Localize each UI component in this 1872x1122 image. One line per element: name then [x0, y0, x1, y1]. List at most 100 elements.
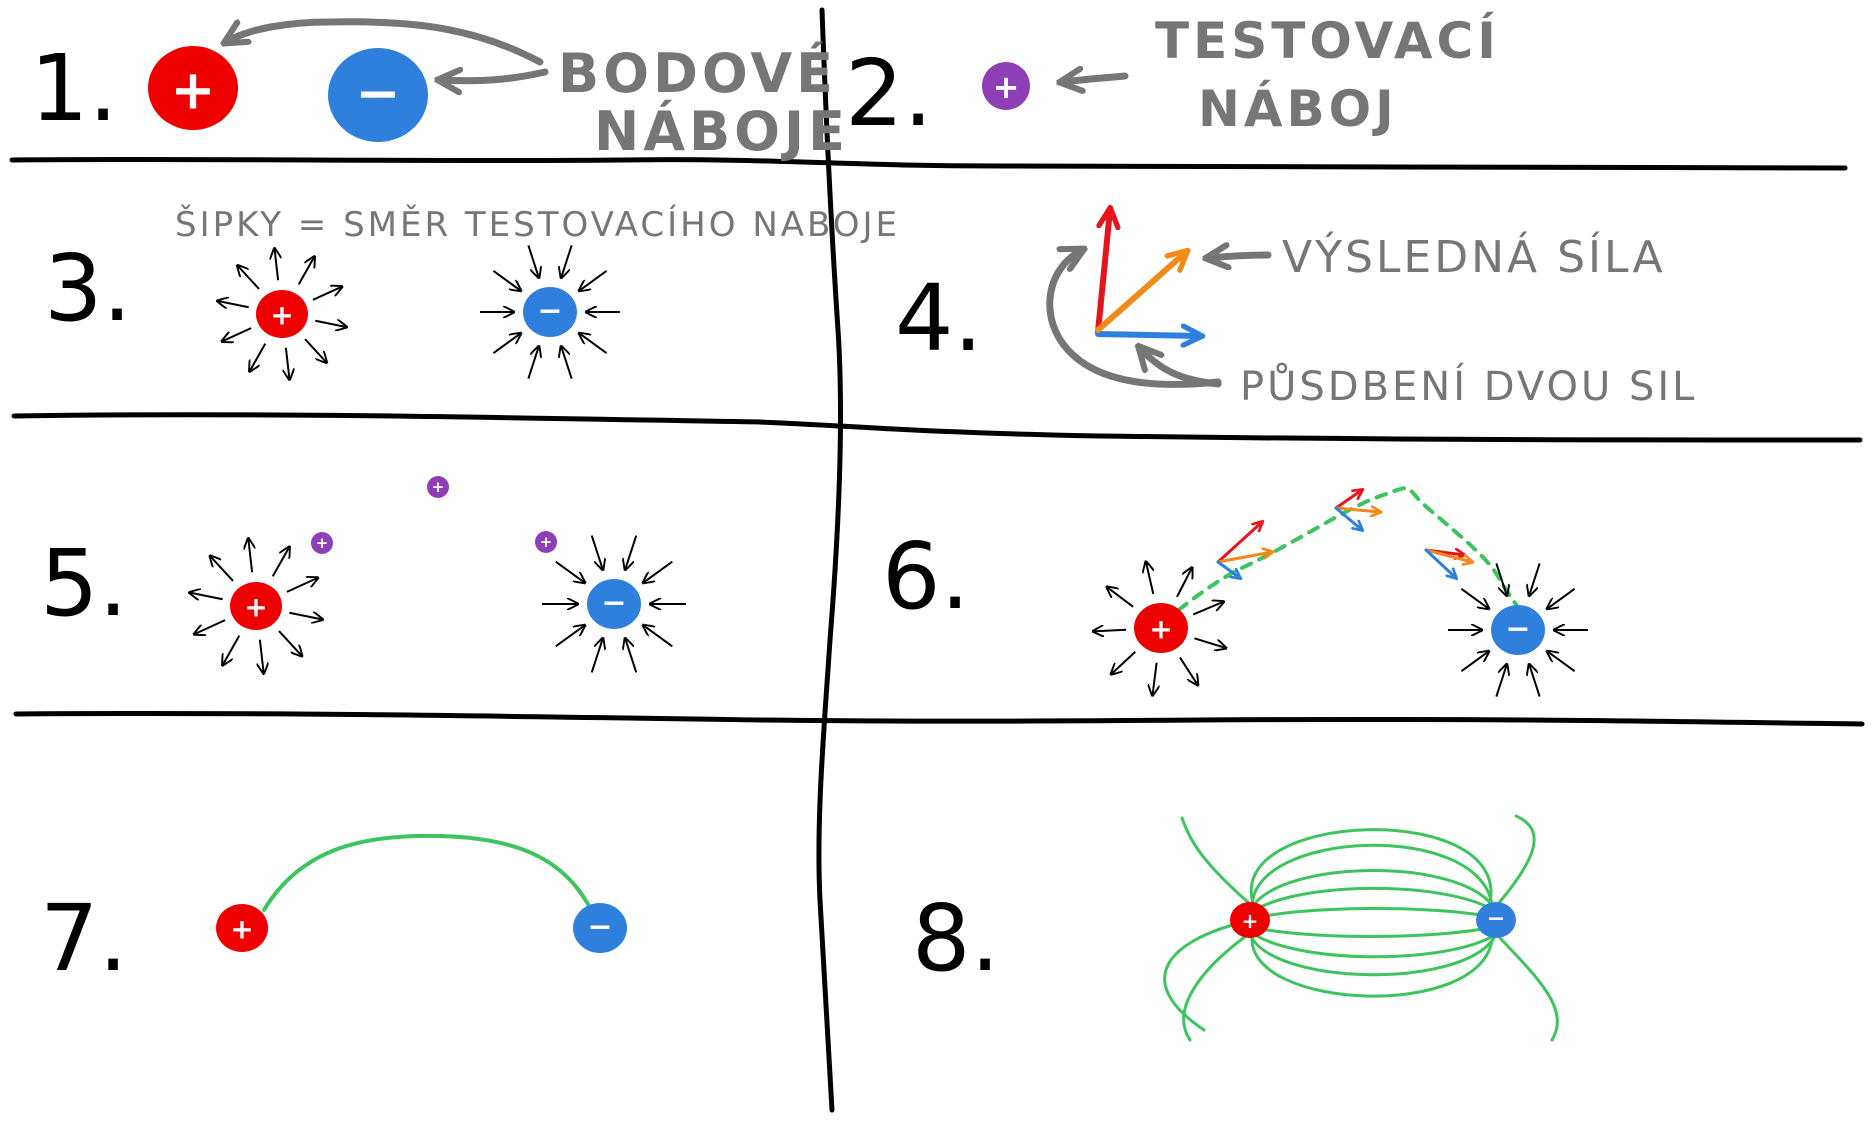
panel-number-2: 2.: [845, 40, 933, 147]
outward-field-arrow: [286, 578, 318, 593]
inward-field-arrow: [527, 245, 539, 277]
plus-sign: +: [993, 68, 1020, 106]
inward-field-arrow: [1460, 651, 1489, 672]
plus-sign: +: [316, 534, 329, 552]
resultant-force-vector: [1216, 552, 1272, 564]
inward-field-arrow: [625, 638, 638, 673]
inward-field-arrow: [1495, 664, 1507, 697]
outward-field-arrow: [189, 592, 223, 599]
outward-field-arrow: [297, 257, 315, 285]
vertical-divider: [816, 7, 843, 1113]
test-charge: +: [982, 62, 1030, 110]
outward-field-arrow: [315, 321, 346, 327]
inward-field-arrow: [492, 333, 521, 354]
arrows-note: ŠIPKY = SMĚR TESTOVACÍHO NABOJE: [175, 204, 900, 245]
outward-field-arrow: [274, 248, 278, 281]
panel-number-1: 1.: [30, 35, 118, 142]
panel-3: ŠIPKY = SMĚR TESTOVACÍHO NABOJE + −: [175, 204, 900, 380]
inward-field-arrows: [542, 535, 686, 673]
panel-1: + − BODOVÉ NÁBOJE: [148, 18, 849, 163]
annotation-arrow-to-test-charge: [1062, 76, 1129, 82]
two-forces-label: PŮSDBENÍ DVOU SIL: [1240, 362, 1697, 410]
outward-field-arrow: [271, 547, 290, 577]
plus-sign: +: [1242, 909, 1259, 933]
negative-charge: −: [328, 48, 428, 142]
force-vector-triplets: [1216, 490, 1472, 578]
outward-field-arrow: [1152, 662, 1156, 696]
inward-field-arrow: [579, 333, 608, 354]
point-charges-label-line2: NÁBOJE: [594, 100, 849, 163]
inward-field-arrow: [555, 625, 585, 648]
blue-force-vector: [1424, 548, 1456, 578]
outward-field-arrow: [1194, 637, 1226, 648]
outward-field-arrow: [1107, 587, 1134, 608]
resultant-force-vector: [1424, 548, 1472, 562]
outward-field-arrow: [1192, 602, 1223, 616]
negative-charge: −: [1491, 605, 1545, 655]
plus-sign: +: [540, 533, 553, 551]
plus-sign: +: [270, 299, 293, 332]
negative-charge: −: [587, 579, 641, 629]
test-charge: +: [427, 476, 449, 498]
panel-number-5: 5.: [40, 530, 128, 637]
minus-sign: −: [587, 910, 612, 945]
red-force-vector: [1216, 522, 1262, 564]
outward-field-arrow: [210, 556, 234, 582]
panel-grid: [9, 7, 1865, 1113]
outward-field-arrow: [237, 265, 260, 290]
panel-4: VÝSLEDNÁ SÍLA PŮSDBENÍ DVOU SIL: [1046, 210, 1697, 410]
minus-sign: −: [1505, 612, 1530, 647]
inward-field-arrow: [561, 245, 573, 277]
outward-field-arrow: [312, 287, 342, 301]
outward-field-arrows: [1093, 562, 1226, 696]
outward-field-arrow: [250, 343, 267, 372]
inward-field-arrow: [492, 270, 521, 291]
field-line: [262, 833, 598, 922]
red-force-vector: [1334, 490, 1362, 510]
positive-charge: +: [148, 46, 238, 130]
minus-sign: −: [601, 586, 626, 621]
outward-field-arrow: [1093, 630, 1127, 632]
panel-6: + −: [1093, 486, 1588, 697]
inward-field-arrow: [1547, 588, 1576, 609]
panel-numbers: 1. 2. 3. 4. 5. 6. 7. 8.: [30, 35, 1000, 992]
plus-sign: +: [244, 591, 267, 624]
test-charge: +: [535, 531, 557, 553]
inward-field-arrow: [1460, 588, 1489, 609]
outward-field-arrow: [194, 619, 226, 634]
panel-2: + TESTOVACÍ NÁBOJ: [982, 11, 1496, 138]
inward-field-arrow: [1495, 563, 1507, 595]
row-divider-3: [13, 710, 1865, 727]
panel-5: + − + + +: [189, 476, 686, 674]
outward-field-arrow: [286, 347, 290, 380]
point-charges-label-line1: BODOVÉ: [558, 42, 837, 105]
row-divider-1: [9, 156, 1848, 171]
resultant-force-vector: [1334, 508, 1380, 512]
inward-field-arrows: [1448, 563, 1588, 697]
outward-field-arrow: [304, 338, 327, 363]
positive-charge: +: [230, 582, 282, 630]
positive-charge: +: [1134, 603, 1188, 653]
resultant-force-label: VÝSLEDNÁ SÍLA: [1282, 230, 1666, 283]
positive-charge: +: [256, 290, 308, 338]
negative-charge: −: [523, 287, 577, 337]
outward-field-arrow: [223, 635, 241, 666]
outward-field-arrow: [1176, 568, 1192, 598]
outward-field-arrows: [189, 538, 322, 673]
inward-field-arrow: [625, 535, 638, 570]
inward-field-arrow: [527, 346, 539, 379]
minus-sign: −: [1487, 907, 1505, 932]
inward-field-arrow: [1547, 651, 1576, 672]
resultant-pointer-arrow: [1208, 255, 1272, 258]
positive-charge: +: [1230, 902, 1270, 938]
dipole-field-lines: [1163, 814, 1559, 1042]
inward-field-arrow: [643, 625, 673, 648]
test-charge: +: [311, 532, 333, 554]
row-divider-2: [11, 412, 1863, 443]
inward-field-arrow: [1529, 563, 1541, 595]
panel-number-3: 3.: [44, 235, 132, 342]
two-forces-bracket-arrow: [1046, 250, 1222, 388]
minus-sign: −: [537, 294, 562, 329]
inward-field-arrow: [590, 535, 603, 570]
inward-field-arrow: [590, 638, 603, 673]
